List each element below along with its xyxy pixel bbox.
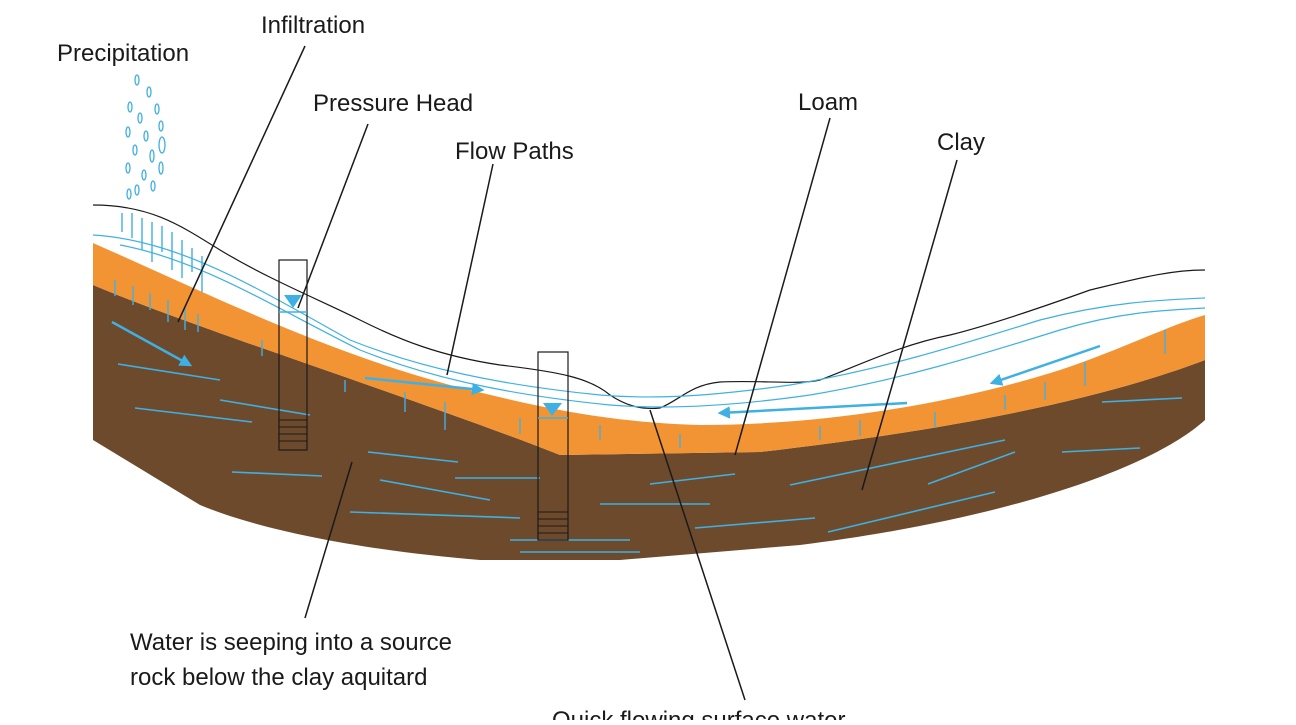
water-level-marker-icon bbox=[543, 403, 562, 416]
leader-surface-water bbox=[649, 409, 746, 701]
loam-water-streaks bbox=[261, 330, 1166, 448]
leader-clay bbox=[861, 159, 958, 491]
soil-water-line-2 bbox=[119, 244, 1206, 408]
label-precipitation: Precipitation bbox=[57, 40, 189, 67]
well-left bbox=[278, 259, 308, 451]
loam-layer bbox=[93, 243, 1205, 455]
well-center bbox=[537, 351, 569, 541]
label-surface-water: Quick flowing surface water bbox=[552, 707, 845, 720]
label-loam: Loam bbox=[798, 89, 858, 116]
leader-pressure-head bbox=[297, 123, 369, 309]
label-flow-paths: Flow Paths bbox=[455, 138, 574, 165]
leader-infiltration bbox=[177, 45, 306, 323]
clay-layer bbox=[93, 285, 1205, 560]
flow-path-arrows bbox=[111, 320, 1101, 419]
precipitation-drops bbox=[125, 74, 166, 200]
soil-water-line-1 bbox=[92, 234, 1206, 398]
label-seeping-line-2: rock below the clay aquitard bbox=[130, 664, 428, 691]
label-pressure-head: Pressure Head bbox=[313, 90, 473, 117]
ground-surface-line bbox=[92, 204, 1206, 410]
clay-water-streaks bbox=[117, 363, 1183, 553]
leader-flow-paths bbox=[446, 163, 494, 376]
water-level-marker-icon bbox=[284, 295, 302, 308]
leader-seeping bbox=[304, 461, 353, 619]
infiltration-streaks bbox=[114, 213, 203, 332]
label-clay: Clay bbox=[937, 129, 985, 156]
leader-loam bbox=[734, 117, 831, 456]
label-seeping-line-1: Water is seeping into a source bbox=[130, 629, 452, 656]
label-infiltration: Infiltration bbox=[261, 12, 365, 39]
leader-lines bbox=[177, 45, 958, 701]
